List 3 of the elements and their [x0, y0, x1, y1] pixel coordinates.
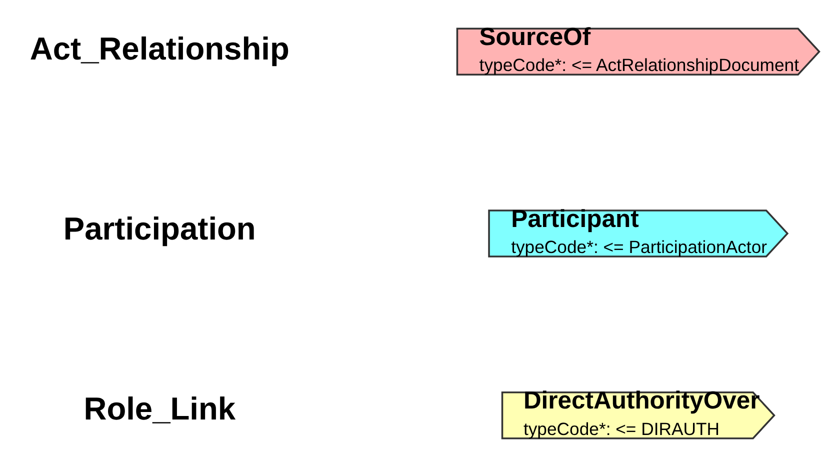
label: Participation	[63, 210, 256, 247]
label: Role_Link	[84, 390, 236, 427]
label: Act_Relationship	[30, 30, 290, 66]
